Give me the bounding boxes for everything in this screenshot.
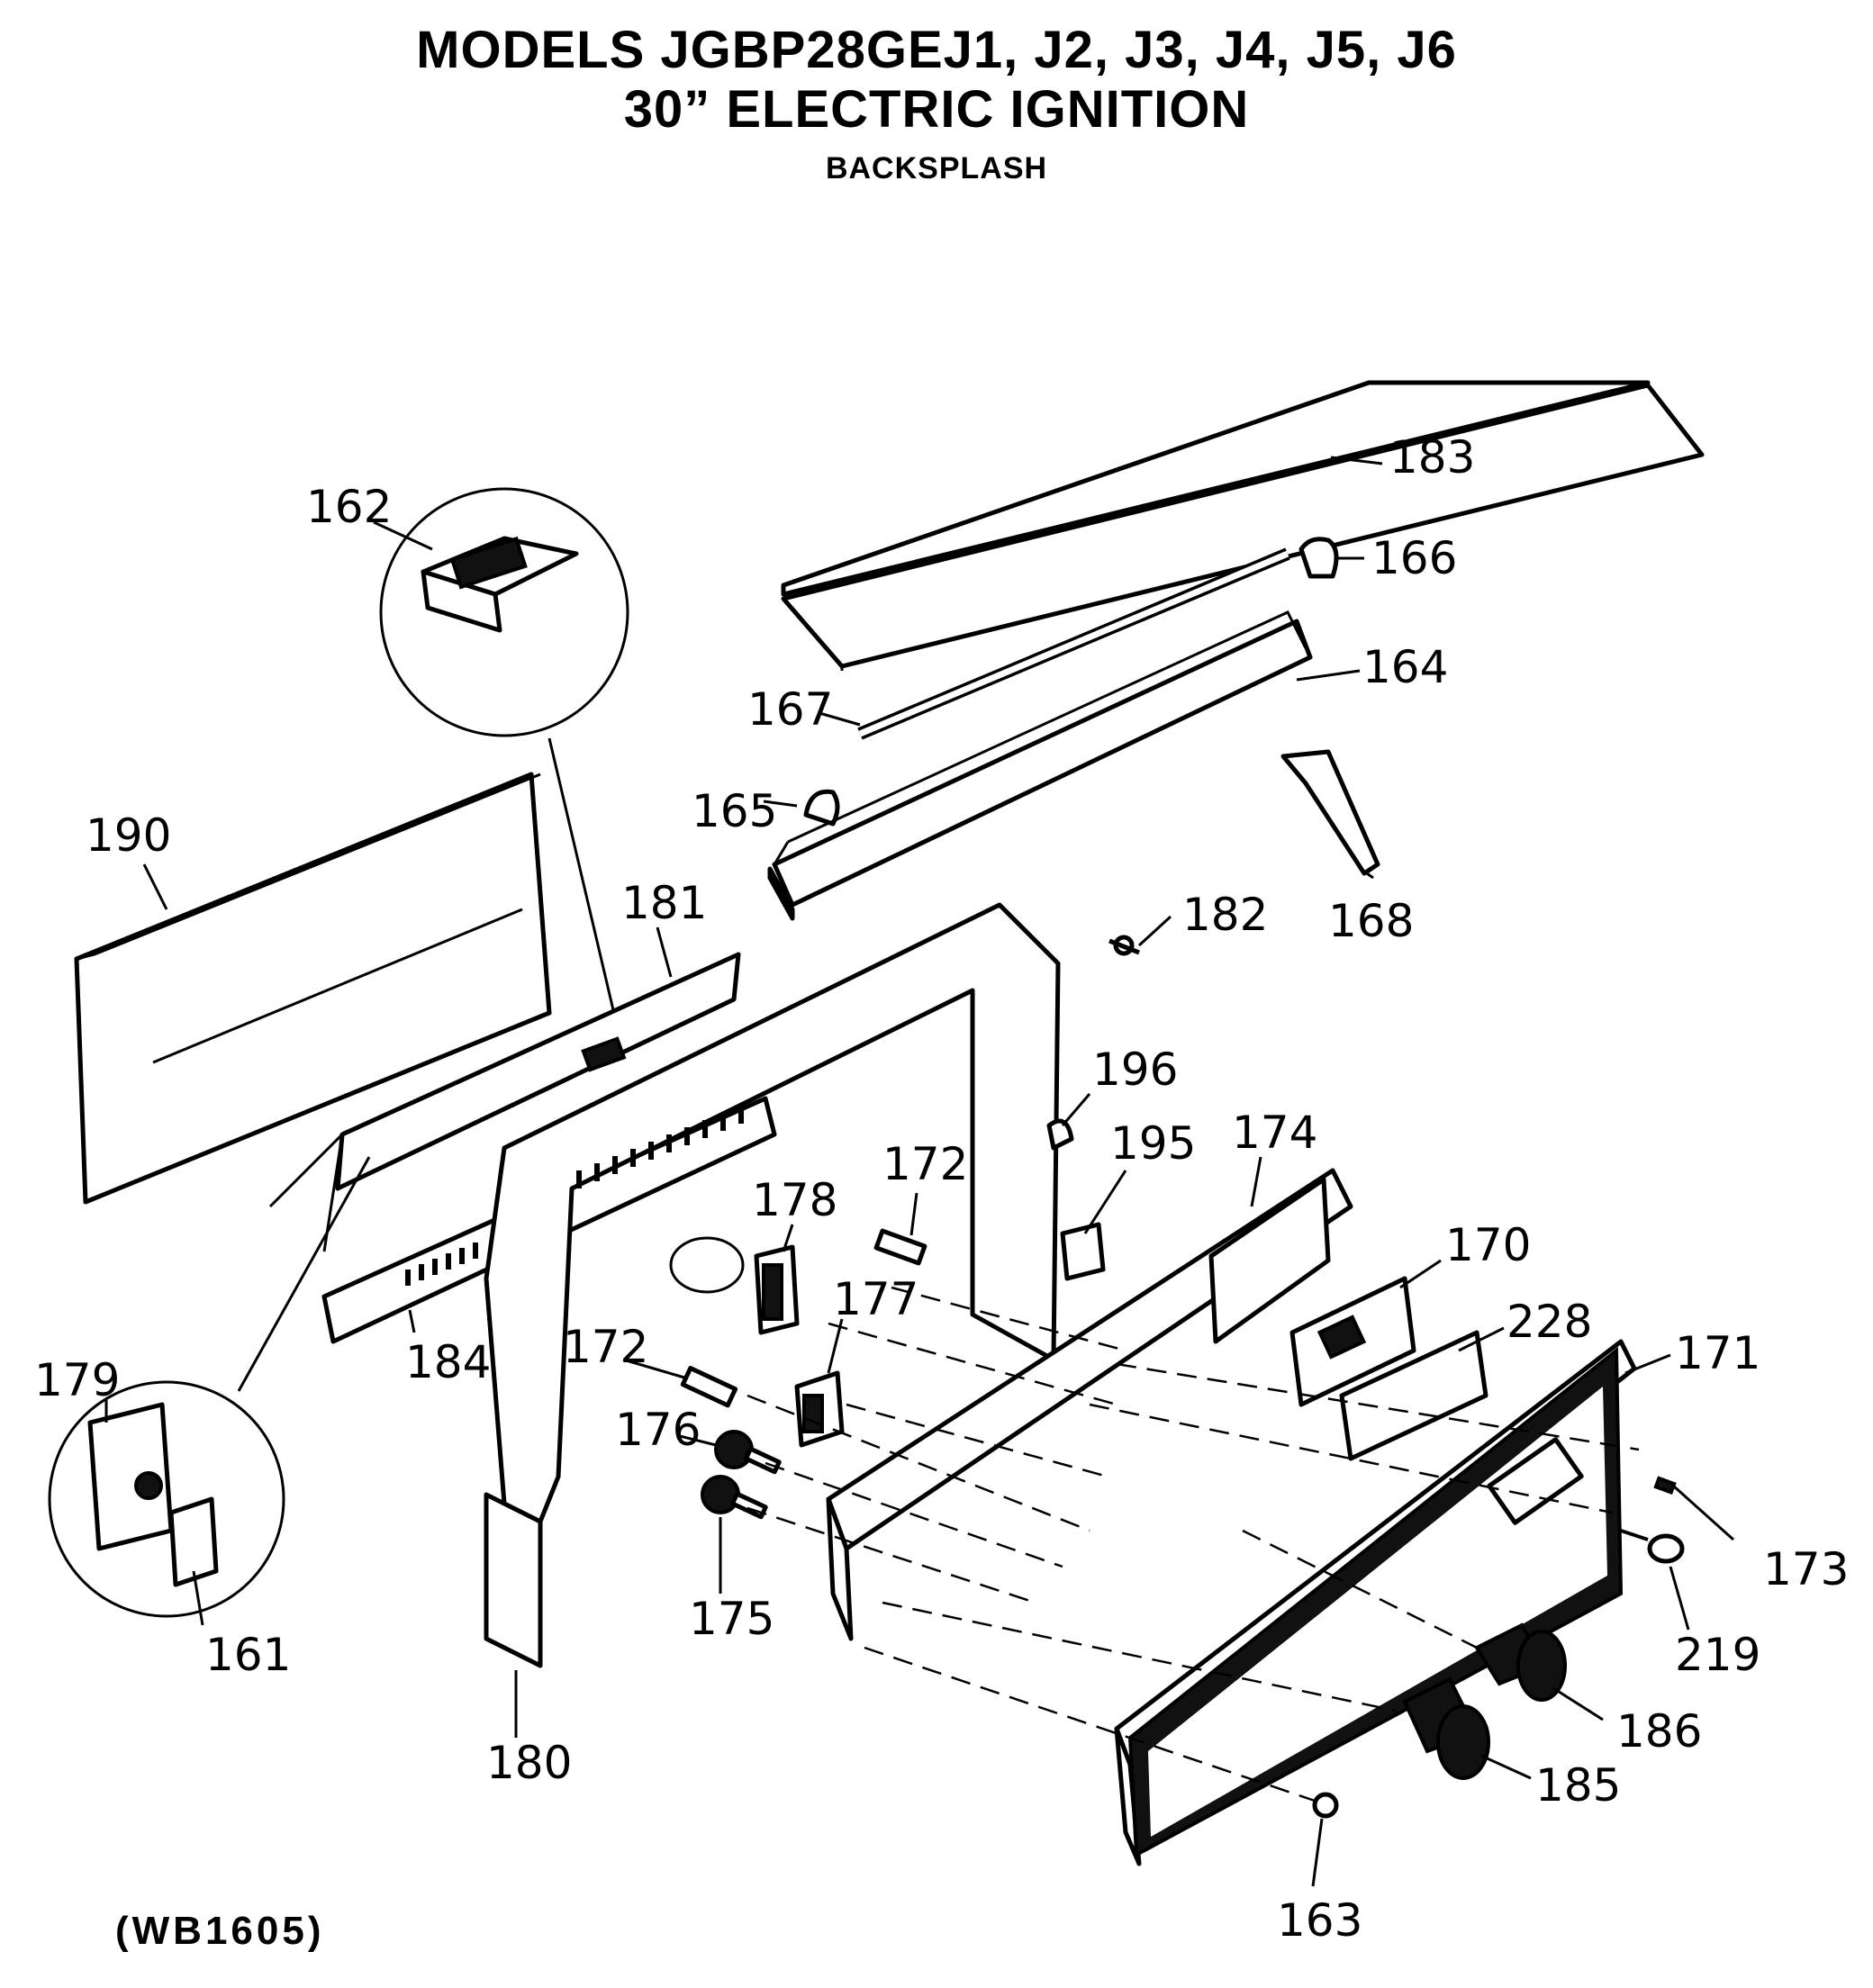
- part-167-lamp-tube: [857, 547, 1290, 740]
- part-174-panel-support: [826, 1168, 1353, 1641]
- part-219-indicator: [1620, 1529, 1685, 1564]
- part-186-knob: [1474, 1622, 1567, 1702]
- callout-178: 178: [752, 1174, 837, 1226]
- part-190-back-panel: [74, 772, 552, 1205]
- callout-172-upper: 172: [882, 1138, 968, 1190]
- callout-219: 219: [1675, 1629, 1760, 1681]
- callout-186: 186: [1616, 1705, 1702, 1758]
- part-163-nut: [1312, 1792, 1339, 1819]
- callout-168: 168: [1328, 895, 1414, 947]
- callout-190: 190: [86, 809, 171, 862]
- callout-182: 182: [1182, 889, 1268, 941]
- part-228-switch-board: [1339, 1330, 1488, 1461]
- part-181-rail: [268, 952, 741, 1252]
- part-196-clip: [1046, 1118, 1074, 1151]
- part-173-screw: [1653, 1476, 1677, 1495]
- callout-183: 183: [1389, 431, 1475, 483]
- callout-163: 163: [1277, 1894, 1362, 1947]
- callout-171: 171: [1675, 1327, 1760, 1379]
- part-178-timer: [669, 1236, 800, 1335]
- diagram-subtitle: 30” ELECTRIC IGNITION: [623, 80, 1250, 139]
- leader-lines: [104, 456, 1735, 1887]
- callout-161: 161: [205, 1629, 291, 1681]
- part-168-bracket: [1280, 749, 1380, 876]
- callout-165: 165: [692, 785, 777, 837]
- callout-175: 175: [689, 1593, 774, 1645]
- callout-181: 181: [621, 877, 707, 929]
- assembly-lines: [746, 1286, 1640, 1803]
- callout-174: 174: [1232, 1107, 1317, 1159]
- part-166-lamp-holder: [1298, 537, 1339, 579]
- callout-167: 167: [747, 683, 833, 736]
- part-180-main-frame: [484, 902, 1061, 1668]
- part-165-lamp-holder: [803, 789, 840, 827]
- callout-166: 166: [1371, 532, 1457, 584]
- callout-228: 228: [1507, 1296, 1592, 1348]
- part-164-lamp-channel: [767, 610, 1313, 921]
- callout-172-lower: 172: [563, 1321, 648, 1373]
- part-170-switch-assembly: [1289, 1276, 1416, 1407]
- part-182-screw: [1108, 935, 1140, 956]
- part-185-knob: [1402, 1676, 1490, 1780]
- callout-162: 162: [306, 481, 392, 533]
- callout-184: 184: [405, 1336, 491, 1388]
- callout-180: 180: [486, 1737, 572, 1789]
- callout-labels: 183 166 164 167 165 162 168 182 190 181 …: [34, 431, 1849, 1947]
- part-183-trim-cap: [781, 380, 1705, 671]
- part-171-control-panel: [1114, 1339, 1637, 1866]
- diagram-title: MODELS JGBP28GEJ1, J2, J3, J4, J5, J6: [416, 21, 1457, 79]
- part-179-161-detail: [48, 1156, 371, 1618]
- part-177-relay: [794, 1370, 845, 1448]
- part-195-bracket: [1060, 1222, 1106, 1281]
- callout-176: 176: [615, 1404, 701, 1456]
- callout-195: 195: [1110, 1117, 1196, 1170]
- section-label: BACKSPLASH: [825, 151, 1048, 185]
- callout-185: 185: [1535, 1759, 1621, 1812]
- part-176-valve: [714, 1430, 782, 1475]
- callout-164: 164: [1362, 641, 1448, 693]
- part-162-detail: [379, 487, 629, 1045]
- callout-179: 179: [34, 1354, 120, 1406]
- part-172-switch-upper: [873, 1228, 927, 1266]
- callout-173: 173: [1763, 1543, 1849, 1595]
- callout-170: 170: [1445, 1219, 1531, 1271]
- callout-177: 177: [833, 1273, 918, 1325]
- callout-196: 196: [1092, 1044, 1178, 1096]
- diagram-code: (WB1605): [115, 1909, 325, 1953]
- part-172-switch-lower: [680, 1366, 738, 1408]
